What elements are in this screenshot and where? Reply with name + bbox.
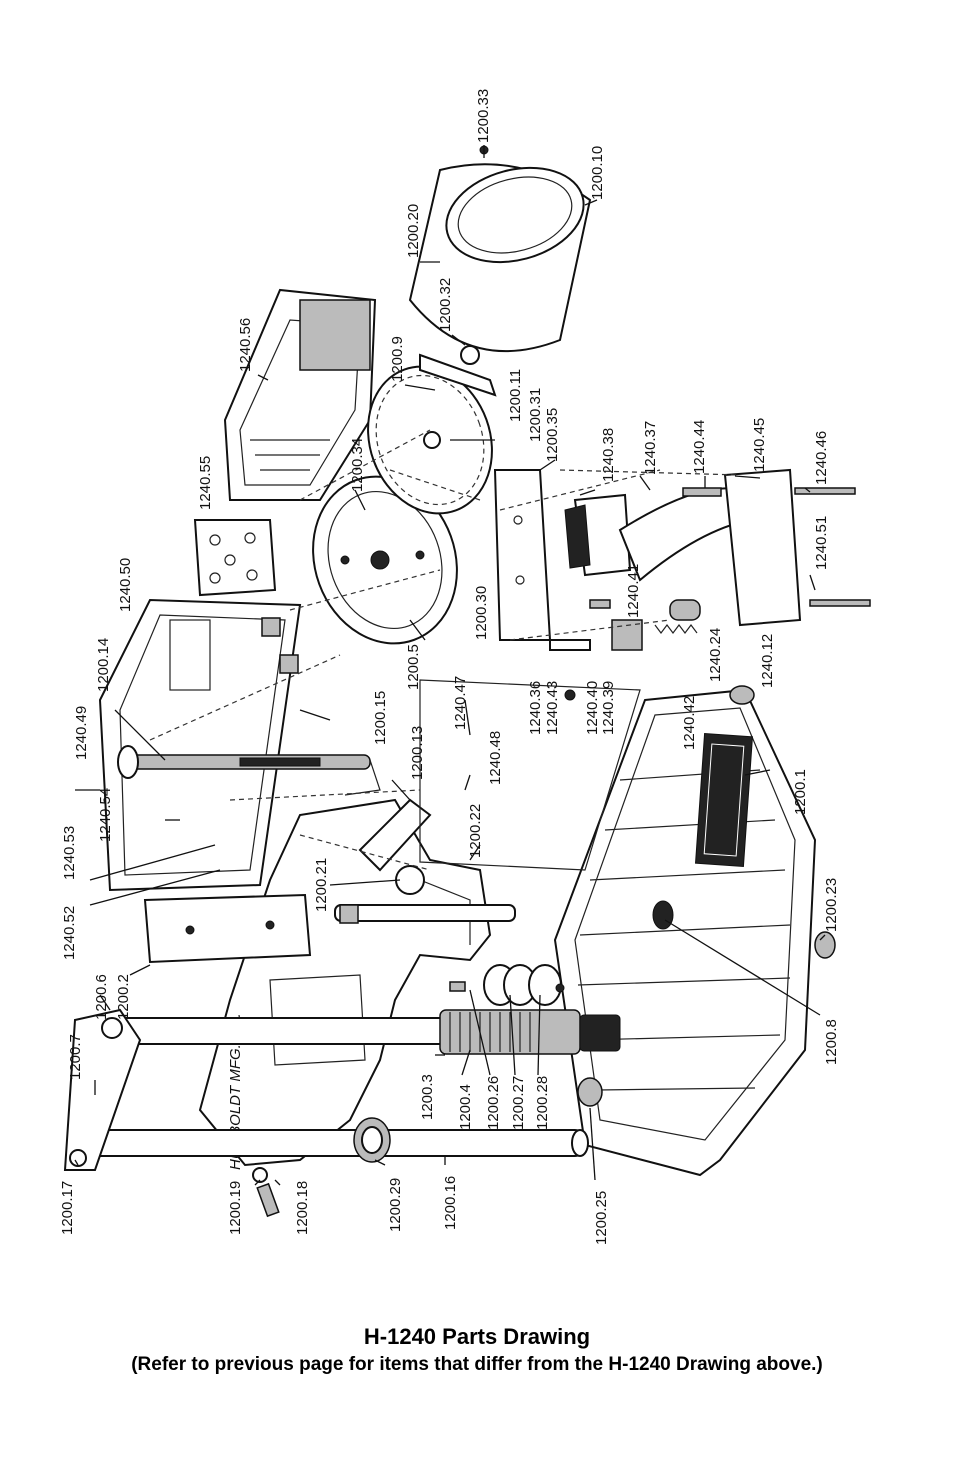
label-1200-22: 1200.22 (467, 804, 484, 858)
assembly-guides (149, 429, 741, 871)
label-1200-11: 1200.11 (507, 369, 524, 422)
label-1200-3: 1200.3 (419, 1074, 436, 1120)
label-1200-26: 1200.26 (485, 1076, 502, 1130)
label-1240-50: 1240.50 (117, 558, 134, 612)
label-1200-32: 1200.32 (437, 278, 454, 332)
label-1240-36: 1240.36 (527, 681, 544, 735)
label-1240-44: 1240.44 (691, 420, 708, 474)
label-1200-23: 1200.23 (823, 878, 840, 932)
nameplate (694, 732, 754, 868)
bracket-plate (493, 469, 552, 641)
label-1200-8: 1200.8 (823, 1019, 840, 1065)
dish (312, 475, 458, 645)
spring (654, 624, 698, 634)
label-1200-7: 1200.7 (67, 1034, 84, 1080)
label-1200-34: 1200.34 (349, 438, 366, 492)
top-arm (63, 1008, 142, 1171)
label-1240-38: 1240.38 (600, 428, 617, 482)
label-1200-14: 1200.14 (95, 638, 112, 692)
label-1240-24: 1240.24 (707, 628, 724, 682)
label-1240-56: 1240.56 (237, 318, 254, 372)
label-1240-51: 1240.51 (813, 516, 830, 570)
label-1200-4: 1200.4 (457, 1084, 474, 1130)
adjust-knob (353, 1117, 391, 1163)
wrench (419, 345, 497, 397)
side-plate (143, 893, 312, 964)
label-1200-13: 1200.13 (409, 726, 426, 780)
label-1200-29: 1200.29 (387, 1178, 404, 1232)
label-1200-1: 1200.1 (792, 769, 809, 815)
label-1200-21: 1200.21 (313, 858, 330, 912)
label-1200-33: 1200.33 (475, 89, 492, 143)
back-plate (419, 679, 641, 871)
label-1200-25: 1200.25 (593, 1191, 610, 1245)
leader-lines (74, 145, 826, 1186)
set-screw (252, 1167, 280, 1218)
caption-note: (Refer to previous page for items that d… (131, 1354, 823, 1375)
bolts (669, 487, 871, 621)
label-1200-35: 1200.35 (544, 408, 561, 462)
label-1200-30: 1200.30 (473, 586, 490, 640)
mount-plate (193, 519, 277, 597)
plunger-assembly (334, 798, 516, 924)
label-1240-48: 1240.48 (487, 731, 504, 785)
label-1240-55: 1240.55 (197, 456, 214, 510)
weights (449, 964, 565, 1006)
label-1240-40: 1240.40 (584, 681, 601, 735)
label-1240-42: 1240.42 (681, 696, 698, 750)
label-1240-37: 1240.37 (642, 421, 659, 475)
lead-screw (439, 1009, 621, 1055)
terminal-block (723, 468, 802, 627)
label-1240-39: 1240.39 (600, 681, 617, 735)
label-1240-53: 1240.53 (61, 826, 78, 880)
motor-block (564, 493, 632, 577)
parts-drawing: HUMBOLDT MFG. CO. (59, 89, 871, 1245)
caption-title: H-1240 Parts Drawing (363, 1324, 591, 1349)
label-1200-18: 1200.18 (294, 1181, 311, 1235)
label-1200-16: 1200.16 (442, 1176, 459, 1230)
label-1240-45: 1240.45 (751, 418, 768, 472)
label-1200-28: 1200.28 (534, 1076, 551, 1130)
figure-caption: H-1240 Parts Drawing (Refer to previous … (0, 1322, 954, 1378)
label-1200-5: 1200.5 (405, 644, 422, 690)
label-1200-6: 1200.6 (93, 974, 110, 1020)
label-1200-31: 1200.31 (527, 388, 544, 442)
label-1200-17: 1200.17 (59, 1181, 76, 1235)
circuit-board (223, 288, 377, 501)
label-1240-49: 1240.49 (73, 706, 90, 760)
label-1200-15: 1200.15 (372, 691, 389, 745)
label-1240-46: 1240.46 (813, 431, 830, 485)
housing-box (98, 598, 302, 892)
label-1240-12: 1240.12 (759, 634, 776, 688)
lever-handle (117, 745, 381, 796)
part-labels: 1200.33 1200.10 1200.20 1200.32 1240.56 … (59, 89, 840, 1245)
label-1240-52: 1240.52 (61, 906, 78, 960)
foot (577, 1077, 603, 1107)
label-1240-43: 1240.43 (544, 681, 561, 735)
label-1240-54: 1240.54 (97, 788, 114, 842)
label-1200-20: 1200.20 (405, 204, 422, 258)
label-1200-19: 1200.19 (227, 1181, 244, 1235)
label-1200-9: 1200.9 (389, 336, 406, 382)
label-1200-2: 1200.2 (115, 974, 132, 1020)
label-1200-10: 1200.10 (589, 146, 606, 200)
label-1240-41: 1240.41 (625, 564, 642, 618)
exploded-view-diagram: HUMBOLDT MFG. CO. (59, 89, 871, 1245)
label-1240-47: 1240.47 (452, 676, 469, 730)
label-1200-27: 1200.27 (510, 1076, 527, 1130)
